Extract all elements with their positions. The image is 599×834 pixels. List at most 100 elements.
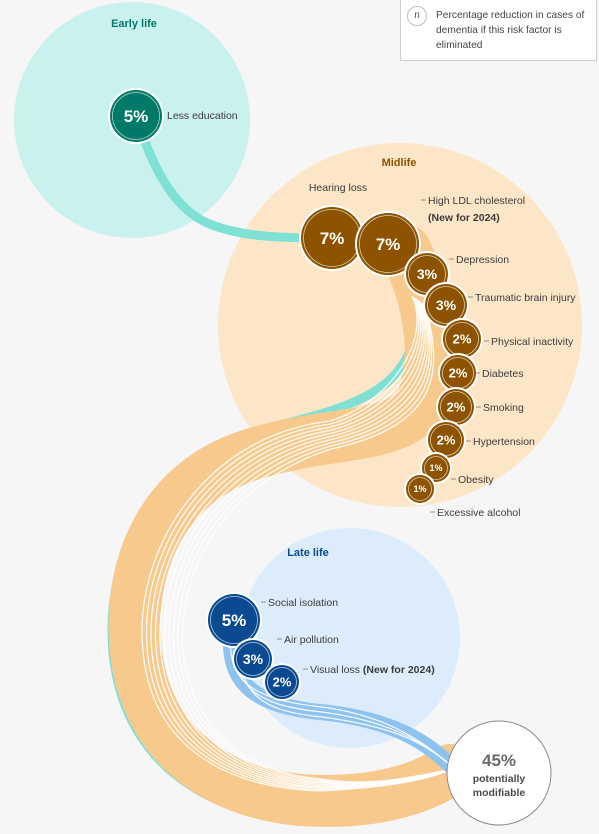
midlife-stream-line	[154, 298, 451, 788]
visual-loss-value: 2%	[273, 675, 292, 690]
traumatic-brain-injury-label: Traumatic brain injury	[475, 292, 576, 304]
late-life-title: Late life	[287, 547, 329, 559]
social-isolation-label-text: Social isolation	[268, 597, 338, 609]
midlife-stream-line	[163, 300, 451, 786]
risk-factor-physical-inactivity: 2% Physical inactivity	[441, 318, 574, 360]
high-ldl-cholesterol-value: 7%	[376, 235, 401, 254]
air-pollution-node	[234, 640, 272, 678]
hearing-loss-value: 7%	[320, 229, 345, 248]
early-life-title: Early life	[111, 18, 157, 30]
hearing-loss-label: Hearing loss	[309, 182, 367, 194]
visual-loss-node-inner-ring	[267, 667, 297, 697]
excessive-alcohol-node	[406, 475, 434, 503]
obesity-label-text: Obesity	[458, 474, 494, 486]
visual-loss-node	[265, 665, 299, 699]
excessive-alcohol-value: 1%	[413, 484, 426, 494]
risk-factor-social-isolation: 5% Social isolation	[206, 592, 338, 648]
risk-factor-high-ldl-cholesterol: 7% High LDL cholesterol (New for 2024)	[355, 195, 525, 277]
risk-factor-hearing-loss: 7% Hearing loss	[299, 182, 367, 271]
high-ldl-cholesterol-label: High LDL cholesterol	[428, 195, 525, 207]
hearing-loss-label-text: Hearing loss	[309, 182, 367, 194]
hypertension-node	[428, 422, 464, 458]
obesity-value: 1%	[429, 463, 442, 473]
physical-inactivity-node	[443, 320, 481, 358]
legend: n Percentage reduction in cases of demen…	[400, 0, 597, 61]
legend-text: Percentage reduction in cases of dementi…	[436, 10, 585, 51]
visual-loss-note: (New for 2024)	[360, 664, 435, 676]
hypertension-node-inner-ring	[430, 424, 462, 456]
risk-factor-diabetes: 2% Diabetes	[438, 353, 523, 393]
risk-factor-visual-loss: 2% Visual loss (New for 2024)	[263, 663, 435, 701]
depression-label: Depression	[456, 254, 509, 266]
midlife-stream-line	[177, 302, 451, 784]
diabetes-value: 2%	[449, 366, 468, 381]
midlife-stream-line	[145, 296, 451, 791]
hearing-loss-node	[301, 207, 363, 269]
social-isolation-node	[208, 594, 260, 646]
late-life-stream-line	[230, 639, 451, 766]
risk-factor-smoking: 2% Smoking	[436, 387, 524, 427]
flow-streams	[107, 111, 476, 827]
hypertension-label-text: Hypertension	[473, 436, 535, 448]
diabetes-label-text: Diabetes	[482, 368, 523, 380]
visual-loss-label: Visual loss (New for 2024)	[310, 664, 435, 676]
excessive-alcohol-label-text: Excessive alcohol	[437, 507, 520, 519]
smoking-label-text: Smoking	[483, 402, 524, 414]
depression-value: 3%	[417, 266, 438, 282]
smoking-node	[438, 389, 474, 425]
midlife-stream-line	[172, 302, 451, 784]
risk-factor-hypertension: 2% Hypertension	[426, 420, 535, 460]
risk-factor-nodes: 5% Less education 7% Hearing loss 7% High LDL…	[108, 88, 576, 701]
late-life-stream-line	[239, 639, 451, 766]
air-pollution-value: 3%	[243, 651, 264, 667]
total-line1: potentially	[473, 773, 526, 785]
midlife-stream-body	[108, 224, 476, 827]
social-isolation-node-inner-ring	[210, 596, 258, 644]
smoking-label: Smoking	[483, 402, 524, 414]
high-ldl-cholesterol-label-text: High LDL cholesterol	[428, 195, 525, 207]
midlife-stream-line	[141, 295, 451, 792]
physical-inactivity-value: 2%	[453, 332, 472, 347]
risk-factor-traumatic-brain-injury: 3%Traumatic brain injury	[423, 282, 576, 328]
high-ldl-cholesterol-note: (New for 2024)	[428, 212, 500, 224]
diabetes-label: Diabetes	[482, 368, 523, 380]
total-circle	[446, 720, 552, 826]
midlife-stream-line	[159, 299, 451, 787]
hypertension-label: Hypertension	[473, 436, 535, 448]
high-ldl-cholesterol-node-inner-ring	[359, 215, 417, 273]
hypertension-value: 2%	[437, 433, 456, 448]
risk-factor-excessive-alcohol: 1% Excessive alcohol	[404, 473, 520, 519]
smoking-node-inner-ring	[440, 391, 472, 423]
excessive-alcohol-label: Excessive alcohol	[437, 507, 520, 519]
legend-symbol: n	[407, 6, 427, 26]
traumatic-brain-injury-label-text: Traumatic brain injury	[475, 292, 576, 304]
total-line2: modifiable	[473, 787, 526, 799]
obesity-node	[422, 454, 450, 482]
less-education-value: 5%	[124, 107, 149, 126]
obesity-node-inner-ring	[424, 456, 448, 480]
less-education-label: Less education	[167, 110, 238, 122]
social-isolation-value: 5%	[222, 611, 247, 630]
traumatic-brain-injury-node	[425, 284, 467, 326]
social-isolation-label: Social isolation	[268, 597, 338, 609]
smoking-value: 2%	[447, 400, 466, 415]
midlife-stream-line	[168, 301, 451, 785]
risk-factor-less-education: 5% Less education	[108, 88, 238, 144]
physical-inactivity-label: Physical inactivity	[491, 336, 574, 348]
midlife-stream-line	[181, 303, 451, 783]
risk-factor-air-pollution: 3% Air pollution	[232, 634, 339, 680]
high-ldl-cholesterol-node	[357, 213, 419, 275]
air-pollution-label-text: Air pollution	[284, 634, 339, 646]
air-pollution-label: Air pollution	[284, 634, 339, 646]
diabetes-node	[440, 355, 476, 391]
midlife-title: Midlife	[382, 157, 417, 169]
visual-loss-label-text: Visual loss	[310, 664, 360, 676]
less-education-node-inner-ring	[112, 92, 160, 140]
air-pollution-node-inner-ring	[236, 642, 270, 676]
less-education-label-text: Less education	[167, 110, 238, 122]
traumatic-brain-injury-node-inner-ring	[427, 286, 465, 324]
total-value: 45%	[482, 751, 516, 770]
depression-label-text: Depression	[456, 254, 509, 266]
